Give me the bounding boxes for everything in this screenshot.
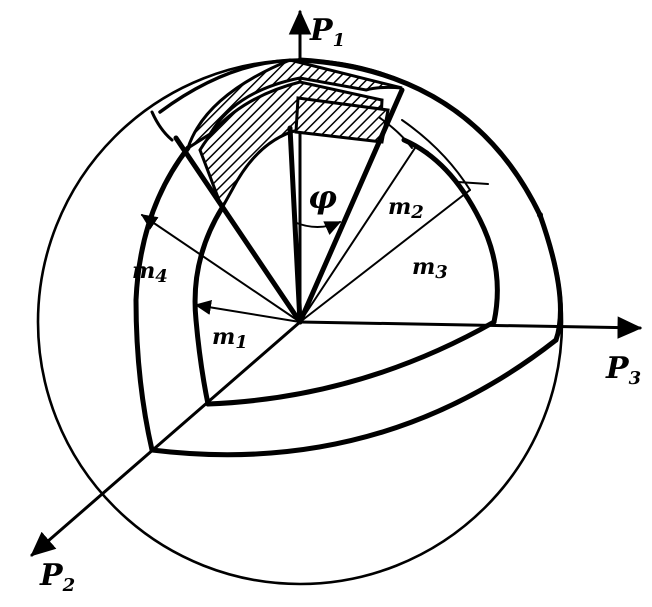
dimension-tick-m3 <box>457 181 489 185</box>
inner-boundary-left <box>192 205 225 407</box>
radius-m4 <box>140 214 301 323</box>
label-p1: P1 <box>309 13 345 51</box>
inner-boundary-bottom <box>205 319 497 407</box>
radius-m2 <box>299 147 416 323</box>
label-m4: m4 <box>132 258 168 287</box>
hatched-outer-band <box>185 58 403 152</box>
radius-m3 <box>299 189 471 323</box>
label-p3: P3 <box>605 351 641 389</box>
radial-line-right <box>297 87 405 325</box>
dimension-arc-m2 <box>379 117 413 149</box>
axis-p2 <box>30 320 302 557</box>
dimension-tick-m2 <box>405 139 429 153</box>
middle-boundary-bottom <box>149 337 559 458</box>
radius-m1 <box>194 300 301 323</box>
dimension-arc-m3 <box>401 119 471 191</box>
radial-line-center <box>287 125 303 325</box>
label-m2: m2 <box>388 194 424 223</box>
axis-p3 <box>298 316 643 339</box>
hatched-right-block <box>294 96 390 144</box>
phi-angle-arc <box>293 221 342 236</box>
label-m3: m3 <box>412 254 448 283</box>
label-m1: m1 <box>212 324 248 353</box>
inner-boundary-right <box>401 137 500 325</box>
label-phi: φ <box>308 178 337 216</box>
radial-line-left <box>173 135 303 325</box>
label-p2: P2 <box>39 558 75 596</box>
envelope-arc-top <box>158 58 302 114</box>
envelope-mark <box>150 110 174 142</box>
middle-boundary-left <box>133 145 191 453</box>
sphere-dot <box>537 212 543 218</box>
envelope-arc-right <box>297 57 563 343</box>
